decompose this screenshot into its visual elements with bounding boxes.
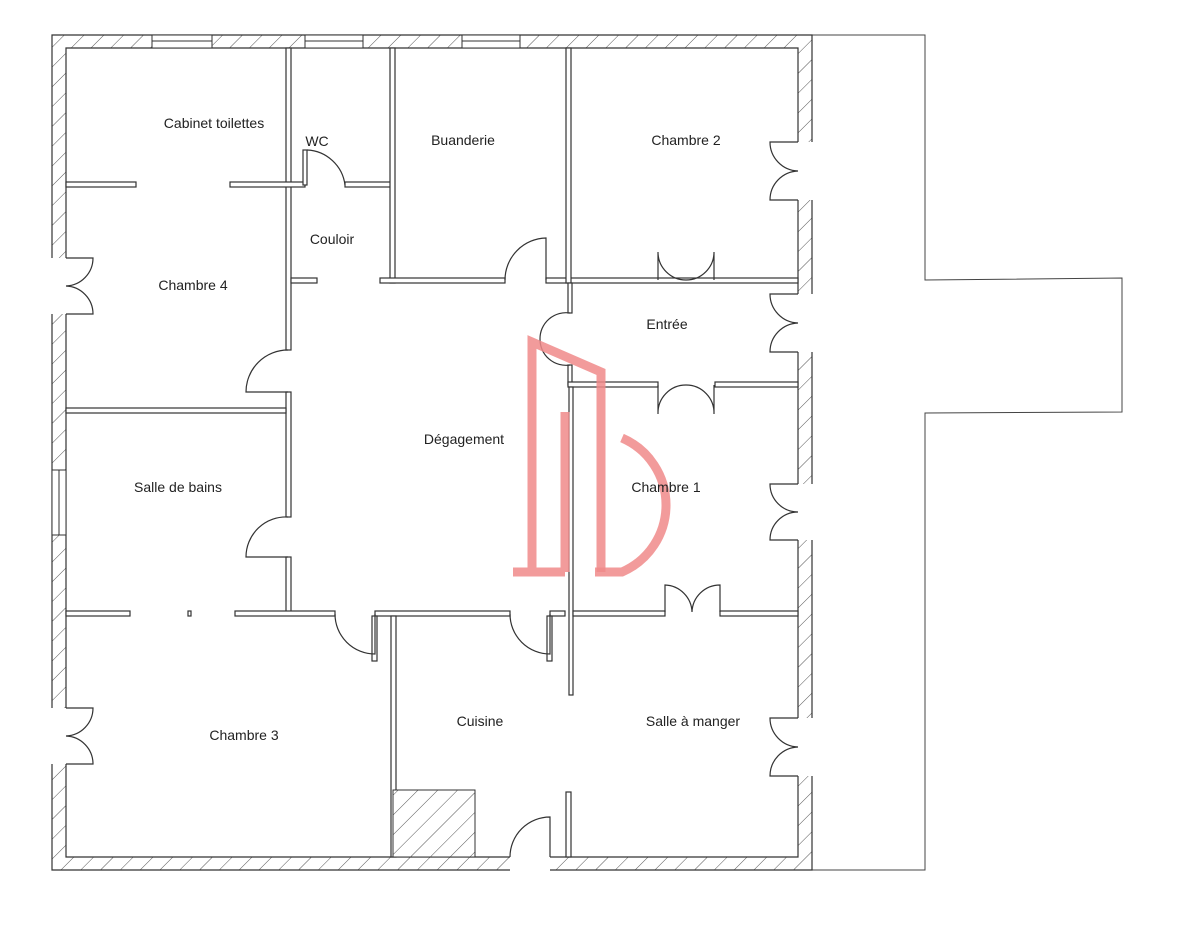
label-buanderie: Buanderie	[431, 132, 495, 148]
logo-monogram-watermark	[513, 335, 671, 577]
label-chambre-4: Chambre 4	[158, 277, 227, 293]
room-labels: Cabinet toilettes WC Buanderie Chambre 2…	[134, 115, 740, 743]
exterior-openings	[51, 142, 813, 871]
label-entree: Entrée	[646, 316, 687, 332]
label-degagement: Dégagement	[424, 431, 504, 447]
label-cuisine: Cuisine	[457, 713, 504, 729]
label-salle-de-bains: Salle de bains	[134, 479, 222, 495]
windows	[51, 34, 521, 536]
label-salle-a-manger: Salle à manger	[646, 713, 741, 729]
interior-walls	[65, 47, 799, 858]
label-chambre-1: Chambre 1	[631, 479, 700, 495]
exterior-walls	[51, 34, 813, 871]
label-wc: WC	[305, 133, 328, 149]
label-chambre-2: Chambre 2	[651, 132, 720, 148]
label-cabinet-toilettes: Cabinet toilettes	[164, 115, 264, 131]
label-chambre-3: Chambre 3	[209, 727, 278, 743]
hatched-block	[392, 789, 476, 858]
terrace-outline	[812, 34, 1123, 871]
doors	[65, 141, 799, 858]
label-couloir: Couloir	[310, 231, 355, 247]
